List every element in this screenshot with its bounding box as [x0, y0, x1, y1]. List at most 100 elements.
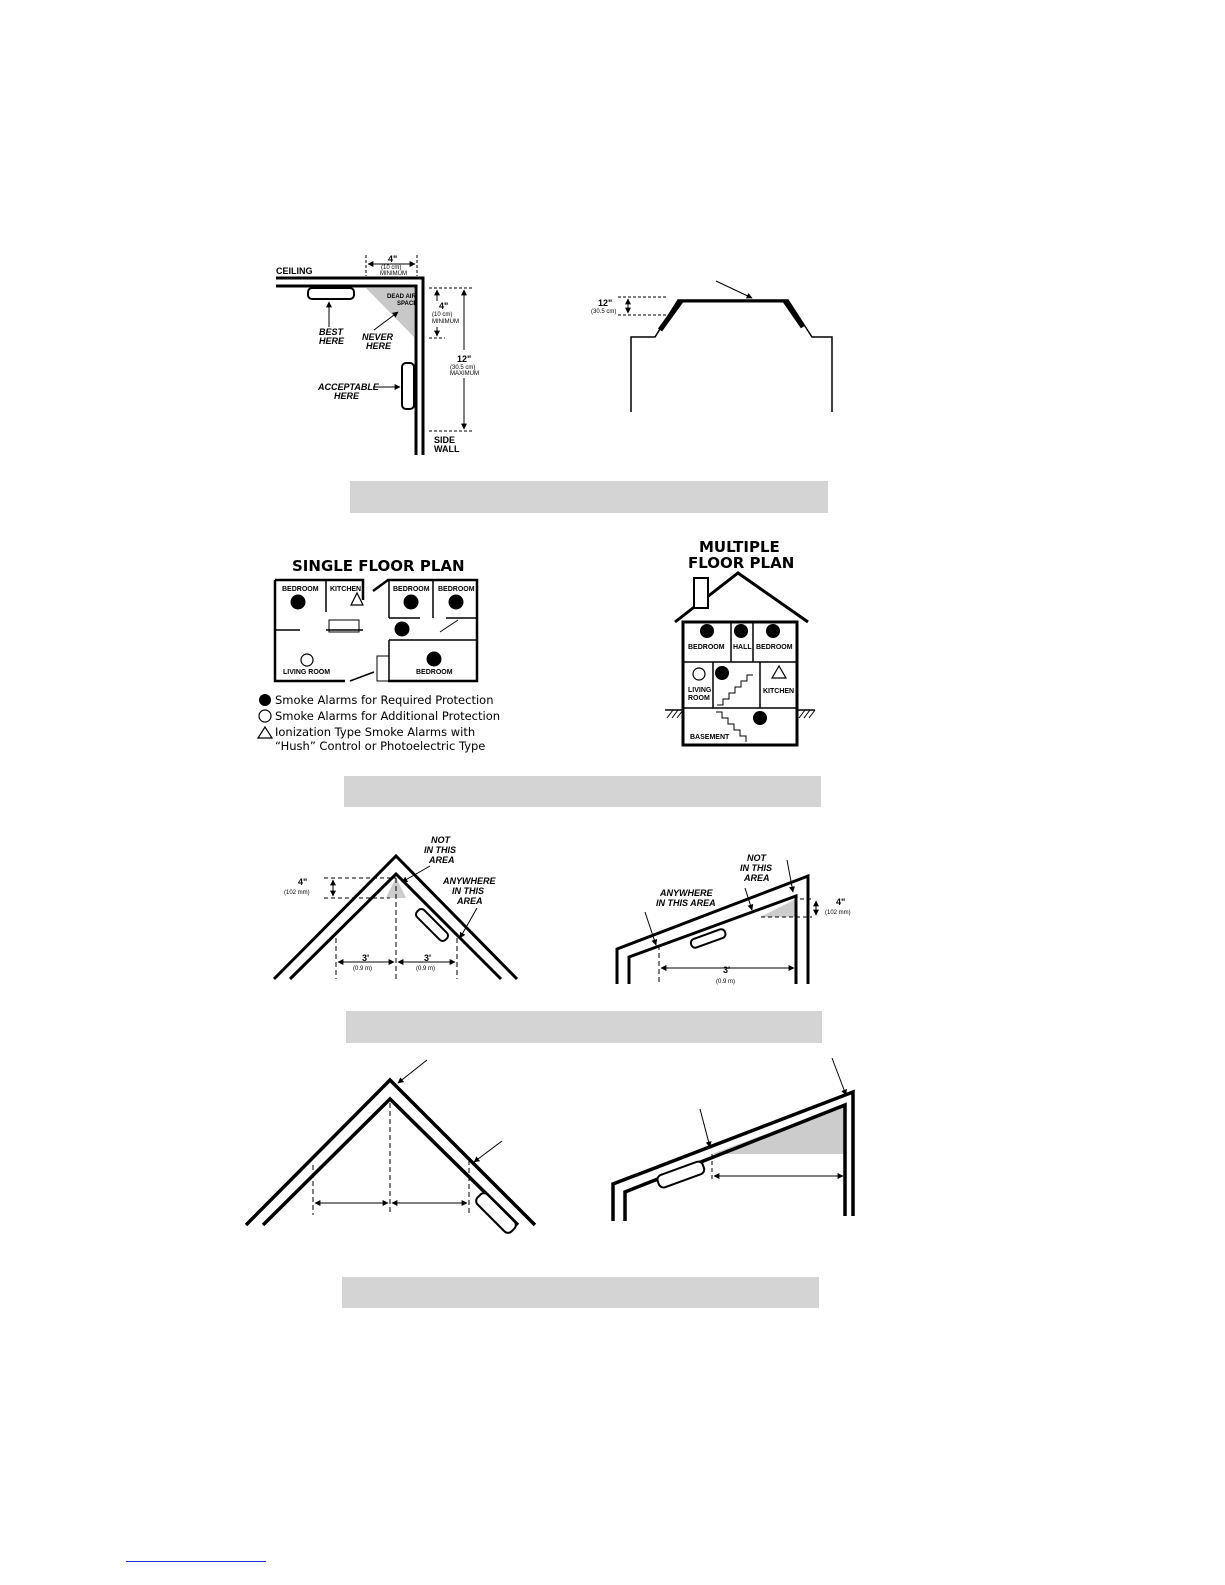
- ceiling-smoke-alarm: [307, 287, 355, 300]
- required-alarm-marker: [700, 624, 714, 638]
- footer-link-underline[interactable]: [126, 1561, 266, 1562]
- caption-bar: [344, 776, 821, 807]
- dim-3-m: (0.9 m): [716, 979, 735, 985]
- dim-max-value: 12": [457, 354, 471, 364]
- additional-alarm-marker: [692, 667, 706, 681]
- best-here-label-2: HERE: [319, 336, 345, 346]
- room-label: LIVING ROOM: [283, 669, 330, 676]
- room-label: BEDROOM: [416, 669, 453, 676]
- dim-3-value: 3': [362, 953, 369, 963]
- legend-ionization-marker: [256, 725, 274, 739]
- acceptable-here-label: ACCEPTABLE: [317, 382, 380, 392]
- sloped-smoke-alarm: [656, 1160, 706, 1189]
- floor-plan-legend: Smoke Alarms for Required Protection Smo…: [256, 693, 500, 753]
- sloped-smoke-alarm: [475, 1192, 517, 1234]
- dim-max-cm: (30.5 cm): [450, 365, 475, 371]
- side-wall-label: SIDE: [434, 435, 455, 445]
- sloped-smoke-alarm: [689, 928, 727, 949]
- caption-bar: [346, 1011, 822, 1043]
- not-in-area-label-3: AREA: [743, 873, 770, 883]
- multiple-floor-plan-title: MULTIPLE: [699, 538, 780, 556]
- ceiling-label: CEILING: [276, 266, 313, 276]
- room-label: HALL: [733, 644, 752, 651]
- dim-3-m-2: (0.9 m): [416, 966, 435, 972]
- dim-side-value: 4": [439, 301, 448, 311]
- room-label: ROOM: [688, 695, 710, 702]
- anywhere-label: ANYWHERE: [442, 876, 496, 886]
- room-label: LIVING: [688, 687, 712, 694]
- legend-additional-text: Smoke Alarms for Additional Protection: [275, 709, 500, 723]
- peaked-ceiling-diagram: NOT IN THIS AREA ANYWHERE IN THIS AREA 4…: [272, 835, 519, 981]
- ceiling-peak-diagram: 12" (30.5 cm): [591, 280, 833, 412]
- additional-alarm-marker: [300, 653, 314, 667]
- legend-ionization-text: Ionization Type Smoke Alarms with: [275, 725, 475, 739]
- best-here-label: BEST: [319, 327, 345, 337]
- ceiling-wall-placement-diagram: CEILING SIDE WALL DEAD AIR SPACE 4" (10 …: [276, 254, 479, 455]
- ionization-alarm-marker: [770, 664, 788, 679]
- dim-4-value: 4": [836, 897, 845, 907]
- required-alarm-marker: [734, 624, 748, 638]
- dim-top-value: 4": [388, 254, 397, 264]
- anywhere-label: ANYWHERE: [659, 888, 713, 898]
- required-alarm-marker: [290, 594, 306, 610]
- not-in-area-label-2: IN THIS: [740, 863, 772, 873]
- ionization-alarm-marker: [350, 591, 364, 606]
- peak-dim-cm: (30.5 cm): [591, 309, 616, 315]
- legend-ionization-text-2: “Hush” Control or Photoelectric Type: [275, 739, 485, 753]
- anywhere-label-2: IN THIS AREA: [656, 898, 716, 908]
- required-alarm-marker: [448, 594, 464, 610]
- required-alarm-marker: [753, 711, 767, 725]
- never-here-label-2: HERE: [366, 341, 392, 351]
- anywhere-label-2: IN THIS: [452, 886, 484, 896]
- single-floor-plan-title: SINGLE FLOOR PLAN: [292, 557, 465, 575]
- legend-additional-marker: [258, 709, 272, 723]
- room-label: BEDROOM: [282, 586, 319, 593]
- peaked-ceiling-diagram-unlabeled: [244, 1059, 537, 1234]
- legend-required-marker: [259, 694, 271, 706]
- dim-4-mm: (102 mm): [284, 890, 310, 896]
- required-alarm-marker: [715, 666, 729, 680]
- dead-air-space-shade: [366, 288, 414, 337]
- dim-4-mm: (102 mm): [825, 910, 851, 916]
- sloped-ceiling-diagram-unlabeled: [611, 1057, 855, 1221]
- dead-air-label-2: SPACE: [397, 301, 417, 307]
- sloped-smoke-alarm: [414, 907, 450, 943]
- required-alarm-marker: [766, 624, 780, 638]
- caption-bar: [350, 481, 828, 513]
- dim-side-cm: (10 cm): [432, 312, 452, 318]
- room-label: KITCHEN: [330, 586, 361, 593]
- multiple-floor-plan: MULTIPLE FLOOR PLAN BEDROOM HALL BEDROOM…: [665, 538, 816, 747]
- multiple-floor-plan-title-2: FLOOR PLAN: [688, 554, 794, 572]
- not-in-this-area-shade: [760, 899, 796, 917]
- side-wall-label-2: WALL: [434, 444, 460, 454]
- dim-4-value: 4": [298, 877, 307, 887]
- required-alarm-marker: [394, 621, 410, 637]
- room-label: BEDROOM: [393, 586, 430, 593]
- single-floor-plan: SINGLE FLOOR PLAN BEDROOM KITCHEN BEDROO…: [273, 557, 479, 683]
- dim-3-m: (0.9 m): [353, 966, 372, 972]
- dim-top-min: MINIMUM: [380, 271, 407, 277]
- legend-required-text: Smoke Alarms for Required Protection: [275, 693, 494, 707]
- acceptable-here-label-2: HERE: [334, 391, 360, 401]
- not-in-area-label: NOT: [747, 853, 768, 863]
- dim-top-cm: (10 cm): [381, 265, 401, 271]
- dim-max-max: MAXIMUM: [450, 371, 479, 377]
- anywhere-label-3: AREA: [456, 896, 483, 906]
- dim-side-min: MINIMUM: [432, 319, 459, 325]
- dim-3-value: 3': [723, 965, 730, 975]
- room-label: KITCHEN: [763, 688, 794, 695]
- room-label: BEDROOM: [688, 644, 725, 651]
- room-label: BASEMENT: [690, 734, 730, 741]
- sloped-ceiling-diagram: NOT IN THIS AREA ANYWHERE IN THIS AREA 4…: [615, 853, 851, 985]
- wall-smoke-alarm: [401, 362, 415, 410]
- required-alarm-marker: [426, 651, 442, 667]
- not-in-area-label-3: AREA: [428, 855, 455, 865]
- not-in-area-label-2: IN THIS: [424, 845, 456, 855]
- peak-dim-value: 12": [598, 298, 612, 308]
- never-here-label: NEVER: [362, 332, 394, 342]
- room-label: BEDROOM: [438, 586, 475, 593]
- room-label: BEDROOM: [756, 644, 793, 651]
- dead-air-label: DEAD AIR: [387, 294, 416, 300]
- dim-3-value-2: 3': [424, 953, 431, 963]
